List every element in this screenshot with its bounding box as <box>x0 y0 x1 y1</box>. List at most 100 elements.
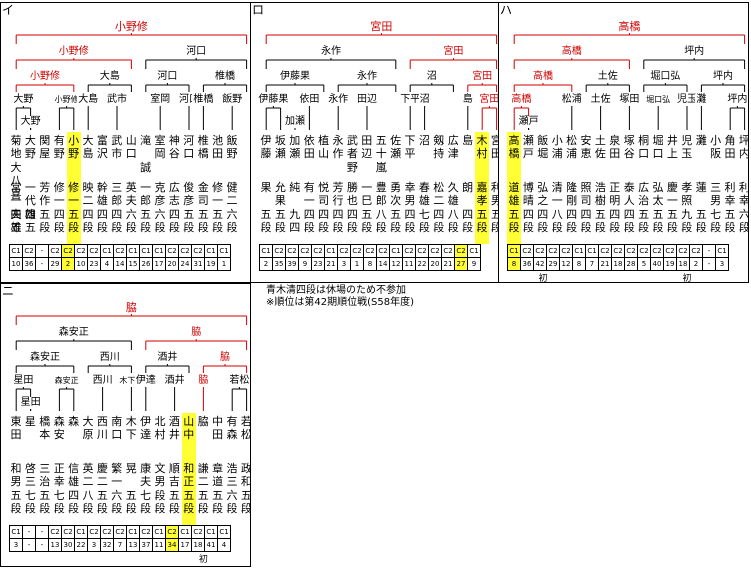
class-cell: C1 <box>467 244 481 258</box>
winner-highlight <box>181 413 197 525</box>
player-column: 橋 本三 治五 段 <box>38 415 52 516</box>
player-column: 瀬 戸博 晴四 段 <box>521 134 535 235</box>
player-column: 有 野修 一四 段 <box>52 134 66 235</box>
player-column: 飯 野健 二六 段 <box>225 134 239 235</box>
player-name: 池 田 <box>212 134 224 161</box>
player-name: 酒 井 <box>168 415 180 442</box>
class-cell: C1 <box>507 244 521 258</box>
bracket-node: 堀口弘 <box>649 71 682 83</box>
player-mid <box>23 161 37 181</box>
player-given: 慶 二 <box>96 462 108 489</box>
player-mid <box>579 161 593 181</box>
player-column: 沼春 雄七 段 <box>417 134 431 235</box>
player-column: 大 島映 二四 段 <box>81 134 95 235</box>
player-name: 若 松 <box>240 415 251 442</box>
rank-cell: 1 <box>217 257 231 271</box>
class-cell: C2 <box>533 244 547 258</box>
winner-highlight <box>66 132 81 244</box>
rank-cell: 12 <box>559 257 573 271</box>
class-cell: C1 <box>152 525 166 539</box>
player-mid <box>694 161 708 181</box>
player-rank: 八 段 <box>551 208 563 235</box>
class-cell: C1 <box>204 244 218 258</box>
player-mid <box>225 161 239 181</box>
bracket-node: 伊藤果 <box>279 71 311 83</box>
player-mid <box>211 442 225 462</box>
player-column: 伊 達康 夫七 段 <box>139 415 153 516</box>
player-mid <box>95 442 109 462</box>
player-name: 角 田 <box>724 134 736 161</box>
bracket-node: 伊達 <box>134 375 157 387</box>
player-name: 山 中 <box>183 415 195 442</box>
player-mid <box>461 161 475 181</box>
note-line: 青木清四段は休場のため不参加 <box>266 285 406 296</box>
player-mid <box>302 161 316 181</box>
player-name: 大 島 <box>82 134 94 161</box>
player-given: 浩 三 <box>226 462 238 489</box>
rank-cell: 20 <box>165 257 179 271</box>
player-name: 土 佐 <box>594 134 606 161</box>
player-name: 飯 野 <box>226 134 238 161</box>
bracket-node: 武市 <box>106 94 128 106</box>
player-column: 安 恵照 司四 段 <box>579 134 593 235</box>
player-rank: 四 段 <box>522 208 534 235</box>
rank-cell: 13 <box>126 538 140 552</box>
player-column: 河 口俊 彦五 段 <box>182 134 196 235</box>
player-mid <box>637 161 651 181</box>
player-name: 田 辺 <box>361 134 373 161</box>
rank-cell: 21 <box>598 257 612 271</box>
player-column: 永 作芳 行四 段 <box>331 134 345 235</box>
class-cell: C2 <box>74 244 88 258</box>
player-name: 沼 <box>418 134 430 147</box>
player-name: 関 屋 <box>39 134 51 161</box>
class-cell: - <box>35 244 49 258</box>
bracket-node: 児玉 <box>676 94 698 106</box>
player-name: 室 岡 <box>154 134 166 161</box>
player-rank: 五 段 <box>476 208 488 235</box>
note-line: ※順位は第42期順位戦(S58年度) <box>266 297 414 308</box>
player-given: 嘉 孝 <box>476 181 488 208</box>
player-name: 高 橋 <box>508 134 520 161</box>
bracket-node: 宮田 <box>478 94 499 106</box>
class-cell: C2 <box>87 244 101 258</box>
player-given: 一 代 雄 <box>24 181 36 221</box>
player-name: 松 浦 <box>566 134 578 161</box>
class-cell: C2 <box>100 525 114 539</box>
player-given: 三 郎 <box>111 181 123 208</box>
player-given: 久 雄 <box>447 181 459 208</box>
class-cell: C2 <box>637 244 651 258</box>
rank-cell: 14 <box>113 257 127 271</box>
player-name: 大 原 <box>82 415 94 442</box>
player-name: 小 野 <box>68 134 80 161</box>
class-cell: C1 <box>100 244 114 258</box>
player-rank: 五 段 <box>390 208 402 235</box>
first-appearance-mark: 初 <box>682 274 692 283</box>
rank-cell: 9 <box>298 257 312 271</box>
bracket-node: 西川 <box>91 375 114 387</box>
player-mid <box>124 161 138 181</box>
player-mid: 野 <box>346 161 358 174</box>
player-mid <box>23 442 37 462</box>
player-rank: 四 段 <box>53 208 65 235</box>
rank-cell: 29 <box>48 257 62 271</box>
player-given: 允 果 <box>274 181 286 208</box>
player-column: 桐 口広 治五 段 <box>637 134 651 235</box>
player-column: 井 上慶 一五 段 <box>665 134 679 235</box>
player-column: 酒 井順 吉五 段 <box>167 415 181 516</box>
bracket-node: 酒井 <box>163 375 186 387</box>
bracket-node: 加瀬 <box>284 116 306 128</box>
player-rank: 四 段 <box>82 208 94 235</box>
player-mid: 大 八 喜 <box>10 161 22 201</box>
player-given: 幸 男 <box>404 181 416 208</box>
bracket-node: 脇 <box>219 352 231 364</box>
class-cell: C1 <box>9 525 23 539</box>
player-given: 康 夫 <box>140 462 152 489</box>
player-rank: 六 段 <box>111 489 123 516</box>
rank-cell: 10 <box>9 257 23 271</box>
class-cell: C2 <box>415 244 429 258</box>
player-mid <box>273 161 287 181</box>
player-rank: 四 段 <box>566 208 578 235</box>
